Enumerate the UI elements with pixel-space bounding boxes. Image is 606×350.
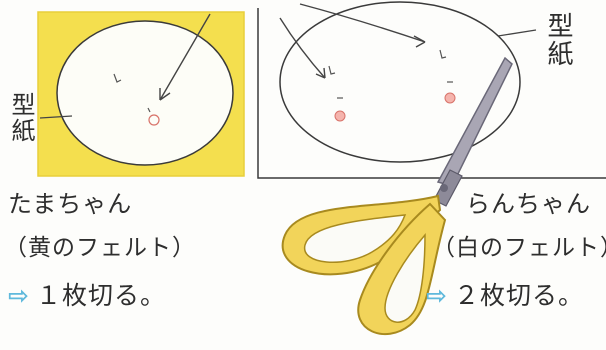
blue-right-arrow-icon: ⇨	[426, 281, 448, 310]
right-pattern-leader	[497, 29, 537, 37]
right-character-name: らんちゃん	[466, 190, 591, 218]
left-character-name: たまちゃん	[8, 190, 133, 218]
right-instruction-row: ⇨２枚切る。	[426, 276, 584, 312]
scissors-icon	[281, 56, 513, 335]
right-eye-mark-2	[439, 49, 447, 59]
right-pattern-oval	[279, 1, 521, 163]
right-pointer-head-2	[413, 35, 426, 48]
left-nose-mark	[147, 107, 151, 113]
right-instruction: ２枚切る。	[453, 281, 584, 310]
left-cheek	[148, 114, 160, 126]
right-cheek-2	[444, 92, 456, 104]
right-pointer-line-1	[279, 17, 326, 79]
left-pattern-label: 型紙	[7, 92, 35, 144]
right-cheek-1	[334, 110, 346, 122]
left-pointer-head	[159, 88, 171, 101]
left-instruction-row: ⇨１枚切る。	[8, 276, 166, 312]
right-eye-mark-1	[328, 65, 336, 75]
right-pointer-head-1	[315, 67, 326, 79]
left-pattern-leader	[39, 115, 73, 119]
left-pointer-line	[159, 13, 211, 101]
left-instruction: １枚切る。	[35, 281, 166, 310]
right-felt-frame	[257, 8, 606, 179]
right-material: （白のフェルト）	[432, 235, 606, 261]
left-pattern-oval	[56, 20, 234, 166]
blue-right-arrow-icon: ⇨	[8, 281, 30, 310]
right-pattern-label: 型紙	[543, 12, 573, 68]
right-pointer-line-2	[299, 3, 426, 43]
left-eye-mark	[113, 73, 122, 83]
left-material: （黄のフェルト）	[4, 235, 196, 261]
